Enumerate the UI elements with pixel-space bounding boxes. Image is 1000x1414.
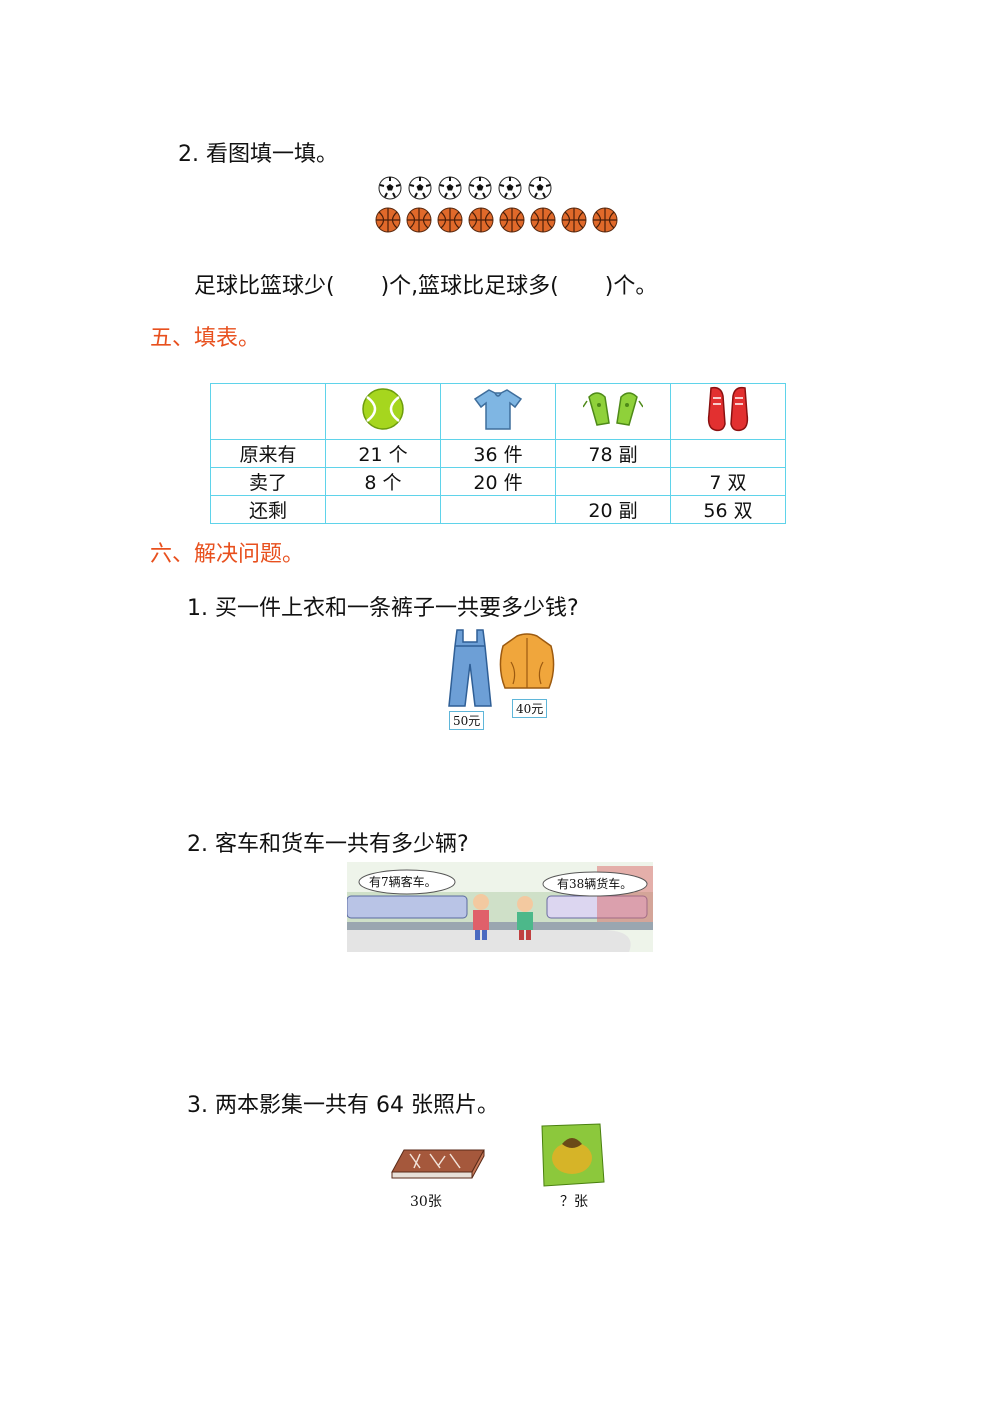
table-cell[interactable] xyxy=(670,439,786,468)
sentence-part2: )个,篮球比足球多( xyxy=(380,274,559,299)
album-1-label: 30张 xyxy=(410,1194,442,1210)
soccer-ball-icon xyxy=(468,176,492,200)
table-header-row xyxy=(210,383,786,440)
bubble-bus-text: 有7辆客车。 xyxy=(369,875,437,889)
table-row-remaining: 还剩 20 副 56 双 xyxy=(210,495,786,524)
album-2-label: ？张 xyxy=(560,1194,588,1210)
table-cell[interactable] xyxy=(440,495,556,524)
problem-3-text: 3. 两本影集一共有 64 张照片。 xyxy=(187,1093,499,1118)
soccer-ball-icon xyxy=(378,176,402,200)
table-cell[interactable]: 20 件 xyxy=(440,467,556,496)
header-cell-tshirt xyxy=(440,383,556,440)
table-cell[interactable]: 20 副 xyxy=(555,495,671,524)
soccer-ball-row xyxy=(378,176,552,200)
gloves-icon xyxy=(582,392,644,426)
tennis-ball-icon xyxy=(362,388,404,430)
sentence-part3: )个。 xyxy=(604,274,658,299)
sentence-part1: 足球比篮球少( xyxy=(194,274,335,299)
row-label: 还剩 xyxy=(210,495,326,524)
table-cell[interactable]: 78 副 xyxy=(555,439,671,468)
basketball-icon xyxy=(468,207,494,233)
inventory-table: 原来有 21 个 36 件 78 副 卖了 8 个 20 件 7 双 还剩 20… xyxy=(210,383,786,524)
table-cell[interactable]: 8 个 xyxy=(325,467,441,496)
bubble-truck-text: 有38辆货车。 xyxy=(557,877,633,891)
basketball-icon xyxy=(530,207,556,233)
basketball-icon xyxy=(592,207,618,233)
table-cell[interactable] xyxy=(325,495,441,524)
price-tag-jacket: 40元 xyxy=(512,699,548,718)
basketball-icon xyxy=(561,207,587,233)
row-label: 卖了 xyxy=(210,467,326,496)
table-corner-cell xyxy=(210,383,326,440)
row-label: 原来有 xyxy=(210,439,326,468)
street-scene-illustration xyxy=(346,862,653,952)
table-row-original: 原来有 21 个 36 件 78 副 xyxy=(210,439,786,468)
tshirt-icon xyxy=(473,389,523,430)
pants-icon xyxy=(448,629,492,707)
table-cell[interactable]: 21 个 xyxy=(325,439,441,468)
basketball-icon xyxy=(375,207,401,233)
ball-comparison-sentence: 足球比篮球少( )个,篮球比足球多( )个。 xyxy=(194,268,657,300)
table-row-sold: 卖了 8 个 20 件 7 双 xyxy=(210,467,786,496)
photo-album-brown-icon xyxy=(391,1149,485,1179)
soccer-ball-icon xyxy=(498,176,522,200)
basketball-icon xyxy=(437,207,463,233)
soccer-ball-icon xyxy=(408,176,432,200)
header-cell-shoes xyxy=(670,383,786,440)
shoes-icon xyxy=(707,386,749,432)
table-cell[interactable]: 56 双 xyxy=(670,495,786,524)
header-cell-gloves xyxy=(555,383,671,440)
table-cell[interactable]: 7 双 xyxy=(670,467,786,496)
table-cell[interactable] xyxy=(555,467,671,496)
price-tag-pants: 50元 xyxy=(449,711,485,730)
basketball-row xyxy=(375,207,618,233)
basketball-icon xyxy=(499,207,525,233)
photo-album-green-icon xyxy=(541,1123,605,1187)
jacket-icon xyxy=(499,633,555,689)
section-five-heading: 五、填表。 xyxy=(150,326,261,351)
section-six-heading: 六、解决问题。 xyxy=(150,542,305,567)
basketball-icon xyxy=(406,207,432,233)
table-cell[interactable]: 36 件 xyxy=(440,439,556,468)
header-cell-tennis xyxy=(325,383,441,440)
soccer-ball-icon xyxy=(438,176,462,200)
soccer-ball-icon xyxy=(528,176,552,200)
bus-truck-scene: 有7辆客车。 有38辆货车。 xyxy=(346,862,653,952)
problem-1-text: 1. 买一件上衣和一条裤子一共要多少钱? xyxy=(187,596,579,621)
problem-2-text: 2. 客车和货车一共有多少辆? xyxy=(187,832,469,857)
question-look-fill-title: 2. 看图填一填。 xyxy=(178,142,338,167)
